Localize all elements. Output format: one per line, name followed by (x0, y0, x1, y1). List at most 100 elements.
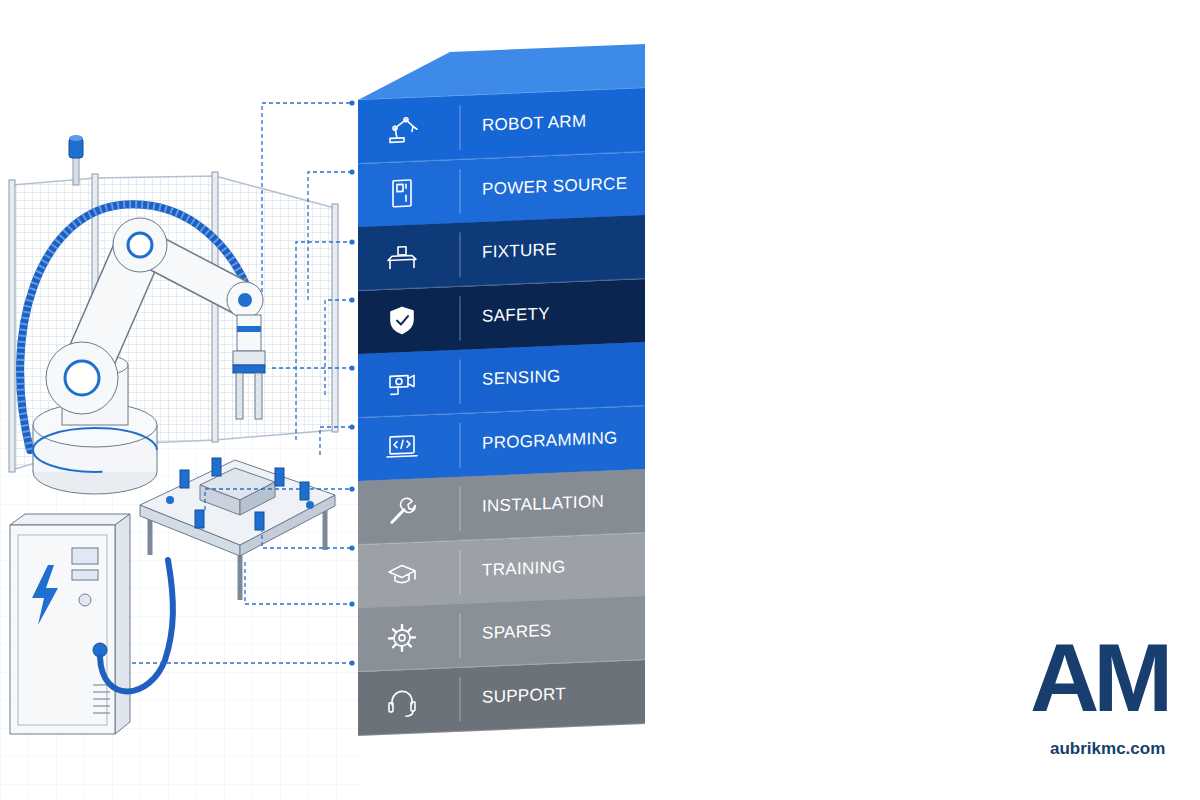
fixture-table (306, 501, 314, 509)
block-dividers (459, 106, 460, 150)
robot-icon (393, 126, 397, 130)
block-label: INSTALLATION (482, 490, 637, 517)
block-label: ROBOT ARM (482, 109, 637, 136)
service-block: POWER SOURCE (358, 151, 645, 227)
headset-icon (389, 691, 415, 717)
leader-dots (349, 297, 354, 302)
leader-dots (349, 239, 354, 244)
power-cabinet (10, 514, 173, 734)
fixture-table (180, 470, 189, 488)
block-dividers (459, 169, 460, 213)
camera-icon (396, 378, 402, 384)
mortarboard-icon (389, 565, 415, 583)
block-dividers (459, 487, 460, 531)
robot-icon (390, 117, 417, 142)
robot-icon (390, 138, 404, 143)
robot-arm (20, 204, 252, 450)
floor-grid (0, 400, 360, 800)
block-dividers (459, 550, 460, 594)
power-cabinet (79, 594, 91, 606)
leader-dots (349, 660, 354, 665)
service-block: PROGRAMMING (358, 405, 645, 481)
gear-icon (394, 630, 410, 647)
safety-fence (332, 204, 338, 432)
fixture-table (166, 496, 174, 504)
robot-icon (412, 126, 417, 131)
beacon-light (69, 135, 83, 185)
robot-arm (20, 204, 252, 450)
cabinet-icon (405, 184, 407, 201)
power-cabinet (72, 548, 98, 564)
power-cabinet (93, 706, 110, 707)
robot-arm (236, 373, 243, 419)
service-block: SPARES (358, 596, 645, 672)
robot-arm (233, 365, 265, 373)
cabinet-icon (397, 184, 403, 191)
block-dividers (459, 423, 460, 467)
wrench-icon (401, 498, 415, 513)
camera-icon (390, 375, 414, 394)
leader-lines (205, 489, 350, 510)
leader-lines (132, 103, 350, 663)
leader-lines (132, 662, 350, 663)
gear-icon (389, 624, 415, 651)
logo-mark: AM (1030, 630, 1167, 726)
block-dividers (459, 677, 460, 721)
leader-lines (296, 242, 350, 440)
robot-arm (33, 428, 157, 472)
block-dividers (459, 614, 460, 658)
robot-arm (227, 282, 263, 318)
leader-dots (349, 601, 354, 606)
fixture-table (240, 482, 275, 515)
shield-icon (391, 307, 413, 334)
block-dividers (459, 106, 460, 722)
robot-arm (237, 326, 261, 332)
block-dividers (459, 360, 460, 404)
robot-arm (46, 342, 118, 414)
service-block: FIXTURE (358, 215, 645, 291)
fixture-table (275, 468, 284, 486)
block-dividers (459, 296, 460, 340)
safety-fence (9, 172, 338, 472)
gear-icon (399, 635, 405, 641)
leader-dots (349, 424, 354, 429)
leader-lines (262, 528, 350, 548)
shield-icon (397, 316, 408, 324)
laptop-icon (390, 436, 414, 454)
fixture-icon (388, 255, 416, 268)
block-label: FIXTURE (482, 236, 637, 263)
block-label: POWER SOURCE (482, 173, 637, 200)
safety-fence (9, 180, 15, 472)
fixture-table (212, 458, 221, 476)
fixture-table (195, 510, 204, 528)
fixture-icon (398, 247, 406, 255)
power-cabinet (93, 713, 110, 714)
block-label: TRAINING (482, 554, 637, 581)
robot-arm (238, 293, 252, 307)
headset-icon (389, 703, 393, 712)
cabinet-icon (393, 180, 411, 207)
beacon-light (69, 135, 83, 141)
block-dividers (459, 233, 460, 277)
leader-lines (272, 367, 350, 368)
wrench-icon (392, 510, 404, 523)
gear-icon (389, 624, 415, 651)
service-block: SENSING (358, 342, 645, 418)
fixture-table (140, 460, 335, 545)
robot-arm (20, 204, 265, 494)
website-url: aubrikmc.com (1050, 740, 1165, 757)
headset-icon (411, 702, 415, 711)
leader-dots (349, 100, 354, 665)
robot-icon (404, 118, 408, 122)
power-cabinet (93, 699, 110, 700)
fixture-table (255, 512, 264, 530)
block-label: PROGRAMMING (482, 427, 637, 454)
headset-icon (406, 711, 413, 716)
power-cabinet (72, 570, 98, 580)
leader-dots (349, 100, 354, 105)
power-cabinet (100, 560, 173, 692)
service-block: SAFETY (358, 278, 645, 354)
leader-lines (245, 562, 350, 604)
floor-grid (0, 400, 360, 800)
